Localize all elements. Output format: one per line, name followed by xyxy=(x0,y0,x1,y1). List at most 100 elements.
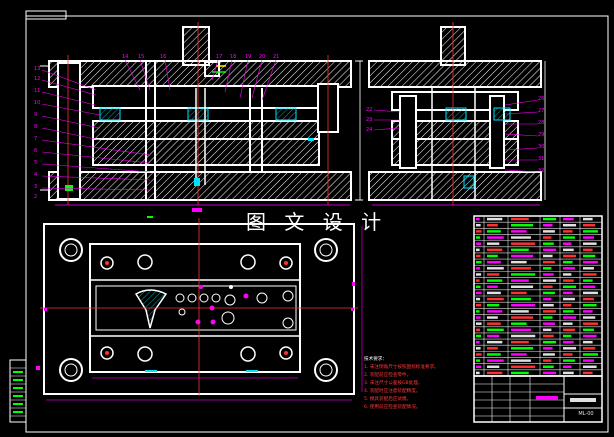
parts-list-cell-mark xyxy=(563,260,573,264)
parts-list-cell-mark xyxy=(487,273,500,276)
svg-text:3: 3 xyxy=(34,184,37,190)
parts-list-cell-mark xyxy=(511,304,536,307)
parts-list-cell-mark xyxy=(511,340,529,344)
parts-list-cell-mark xyxy=(563,371,574,375)
parts-list-cell-mark xyxy=(543,365,554,368)
parts-list-cell-mark xyxy=(543,248,557,252)
parts-list-cell-mark xyxy=(476,304,482,307)
technical-note-2: 2. 装配前应检查零件。 xyxy=(364,373,412,378)
parts-list-cell-mark xyxy=(487,371,503,375)
svg-text:21: 21 xyxy=(273,54,279,60)
parts-list-cell-mark xyxy=(583,371,593,375)
svg-text:8: 8 xyxy=(34,124,37,130)
parts-list-cell-mark xyxy=(563,242,572,245)
parts-list-cell-mark xyxy=(563,340,574,344)
svg-text:19: 19 xyxy=(245,54,251,60)
parts-list-cell-mark xyxy=(476,316,481,319)
parts-list-cell-mark xyxy=(543,328,552,332)
parts-list-cell-mark xyxy=(563,248,574,252)
parts-list-cell-mark xyxy=(583,359,594,362)
parts-list-cell-mark xyxy=(543,230,555,233)
parts-list-cell-mark xyxy=(476,267,481,270)
svg-text:27: 27 xyxy=(538,108,544,114)
parts-list-cell-mark xyxy=(511,297,531,301)
parts-list-cell-mark xyxy=(543,267,552,270)
parts-list-cell-mark xyxy=(487,340,503,344)
parts-list-cell-mark xyxy=(563,254,577,258)
parts-list-cell-mark xyxy=(487,316,498,319)
parts-list-cell-mark xyxy=(476,322,482,325)
title-block[interactable] xyxy=(473,375,603,423)
parts-list-cell-mark xyxy=(487,334,500,338)
parts-list-cell-mark xyxy=(476,248,480,252)
parts-list-cell-mark xyxy=(511,273,536,276)
parts-list-cell-mark xyxy=(511,310,529,313)
parts-list-cell-mark xyxy=(511,365,536,368)
svg-text:7: 7 xyxy=(34,136,37,142)
drawing-border xyxy=(25,15,609,433)
parts-list-cell-mark xyxy=(583,310,593,313)
parts-list-cell-mark xyxy=(511,328,531,332)
parts-list-cell-mark xyxy=(583,242,597,245)
plan-view[interactable] xyxy=(36,208,363,401)
parts-list-cell-mark xyxy=(543,359,552,362)
parts-list-cell-mark xyxy=(543,297,552,301)
parts-list-cell-mark xyxy=(487,359,504,362)
parts-list-cell-mark xyxy=(511,359,531,362)
parts-list-cell-mark xyxy=(563,316,577,319)
parts-list-cell-mark xyxy=(511,285,534,288)
parts-list-cell-mark xyxy=(511,254,534,258)
parts-list-cell-mark xyxy=(511,316,534,319)
parts-list-cell-mark xyxy=(476,236,481,239)
parts-list-cell-mark xyxy=(487,322,501,325)
parts-list-cell-mark xyxy=(487,267,504,270)
svg-text:32: 32 xyxy=(538,168,544,174)
parts-list-cell-mark xyxy=(563,304,572,307)
parts-list-cell-mark xyxy=(543,260,555,264)
parts-list-cell-mark xyxy=(476,260,482,264)
parts-list-cell-mark xyxy=(543,371,557,375)
parts-list-cell-mark xyxy=(583,224,596,227)
parts-list-cell-mark xyxy=(583,236,594,239)
parts-list-cell-mark xyxy=(583,328,594,332)
parts-list-cell-mark xyxy=(563,236,575,239)
parts-list-cell-mark xyxy=(563,279,574,282)
parts-list-cell-mark xyxy=(543,236,552,239)
parts-list-cell-mark xyxy=(487,242,500,245)
parts-list-cell-mark xyxy=(583,285,596,288)
parts-list-cell-mark xyxy=(511,371,529,375)
parts-list-cell-mark xyxy=(511,224,534,227)
parts-list-cell-mark xyxy=(543,347,553,350)
parts-list-cell-mark xyxy=(563,230,573,233)
parts-list-cell-mark xyxy=(476,371,480,375)
parts-list-cell-mark xyxy=(583,267,594,270)
parts-list-table[interactable] xyxy=(473,215,603,377)
parts-list-cell-mark xyxy=(583,365,597,368)
parts-list-cell-mark xyxy=(476,285,481,288)
parts-list-cell-mark xyxy=(511,291,527,295)
parts-list-cell-mark xyxy=(583,347,596,350)
parts-list-cell-mark xyxy=(511,248,529,252)
svg-text:17: 17 xyxy=(216,54,222,60)
parts-list-cell-mark xyxy=(563,347,577,350)
parts-list-cell-mark xyxy=(511,322,527,325)
svg-text:5: 5 xyxy=(34,160,37,166)
parts-list-cell-mark xyxy=(543,217,557,221)
parts-list-cell-mark xyxy=(563,291,573,295)
parts-list-cell-mark xyxy=(511,217,529,221)
parts-list-cell-mark xyxy=(476,230,482,233)
parts-list-cell-mark xyxy=(543,285,553,288)
svg-text:20: 20 xyxy=(259,54,265,60)
drawing-tab xyxy=(25,10,67,20)
parts-list-cell-mark xyxy=(583,260,598,264)
technical-notes: 技术要求： 1. 未注倒角尺寸按照国标标准要求。 2. 装配前应检查零件。 3.… xyxy=(364,356,468,412)
parts-list-cell-mark xyxy=(487,285,498,288)
parts-list-cell-mark xyxy=(511,267,531,270)
parts-list-cell-mark xyxy=(563,310,574,313)
parts-list-cell-mark xyxy=(476,365,482,368)
revision-block[interactable] xyxy=(9,359,27,423)
parts-list-cell-mark xyxy=(543,224,553,227)
